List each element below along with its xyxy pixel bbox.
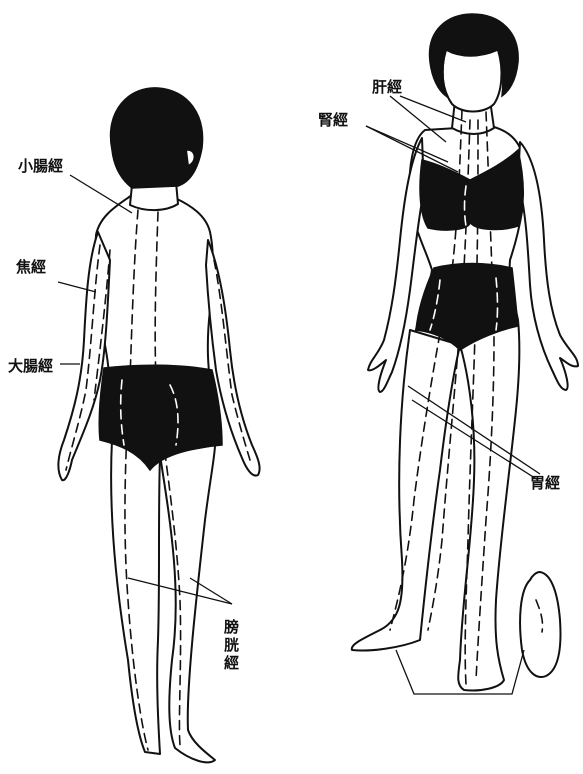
label-bladder-1: 膀 xyxy=(224,618,239,636)
back-hair xyxy=(111,88,203,188)
label-triple-burner: 焦經 xyxy=(15,258,46,276)
front-view-figure xyxy=(352,14,578,691)
front-right-arm xyxy=(518,142,578,390)
label-small-intestine: 小腸經 xyxy=(18,157,63,175)
front-right-leg xyxy=(458,320,519,691)
label-stomach: 胃經 xyxy=(530,474,560,492)
label-liver: 肝經 xyxy=(372,78,402,96)
leader-small-intestine xyxy=(70,175,132,213)
label-large-intestine: 大腸經 xyxy=(8,357,53,375)
front-face xyxy=(443,50,502,112)
front-left-leg xyxy=(352,330,460,651)
back-left-leg xyxy=(111,440,160,754)
label-kidney: 腎經 xyxy=(318,111,348,129)
label-bladder-3: 經 xyxy=(224,654,239,672)
label-bladder-2: 胱 xyxy=(224,636,239,654)
foot-sole xyxy=(520,572,560,677)
back-left-arm xyxy=(58,232,110,480)
back-right-leg xyxy=(160,445,215,762)
